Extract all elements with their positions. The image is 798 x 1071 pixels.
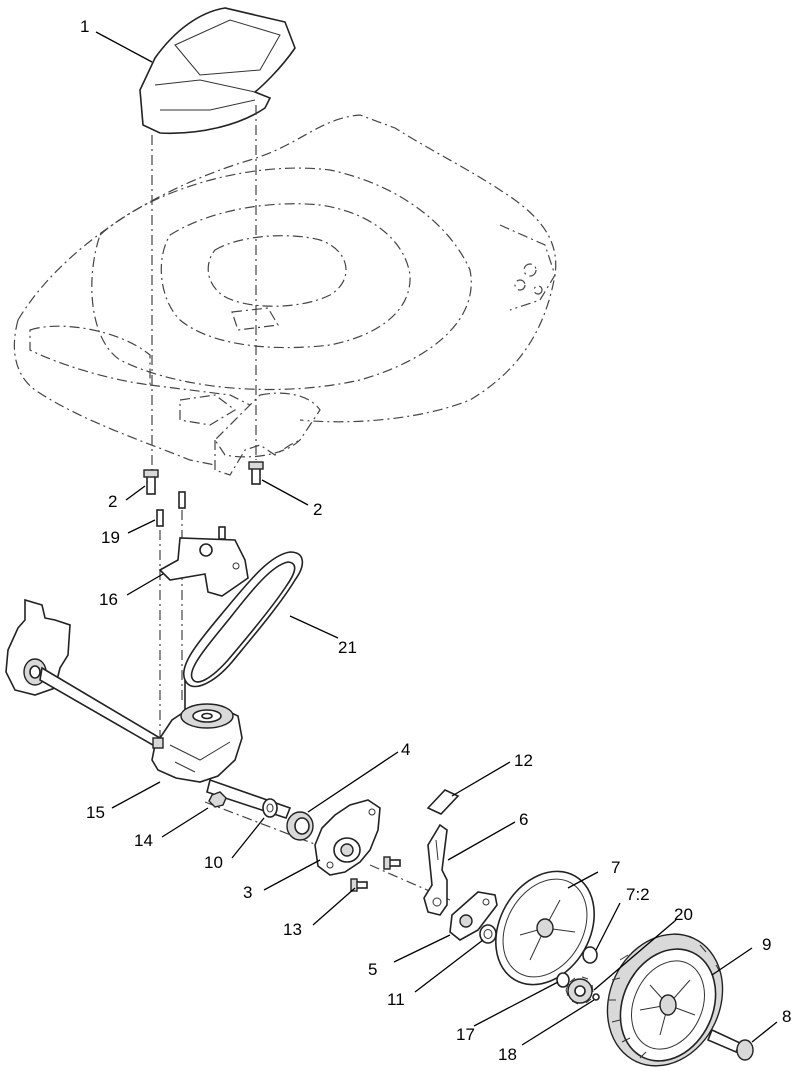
callout-labels: 1 2 2 19 16 21 4 12 6 15 14 10 3 13 7 7:… [80, 17, 791, 1064]
part-1-cover [139, 7, 296, 135]
part-3-plate [314, 799, 381, 876]
part-13-screws [350, 856, 401, 892]
part-20-gear [565, 976, 594, 1005]
part-14-nut [208, 791, 227, 808]
part-6-lever [423, 823, 448, 916]
part-12-label [426, 789, 460, 815]
callout-20: 20 [674, 905, 693, 924]
part-8-bolt [706, 1028, 754, 1061]
part-15-transmission [151, 703, 243, 783]
mower-deck-outline [13, 114, 557, 476]
part-2-bolt-left [143, 469, 159, 495]
callout-2: 2 [313, 500, 322, 519]
part-18-clip [592, 993, 600, 1001]
part-7-disc [495, 870, 595, 986]
axle-left-plate [5, 598, 71, 696]
callout-17: 17 [456, 1025, 475, 1044]
callout-3: 3 [243, 883, 252, 902]
part-10-spacer [262, 798, 278, 818]
callout-14: 14 [134, 831, 153, 850]
part-2-bolt-right [248, 461, 264, 485]
part-17-washer [556, 972, 570, 988]
callout-2: 2 [108, 492, 117, 511]
callout-7: 7 [611, 858, 620, 877]
leader-lines [95, 31, 778, 1046]
callout-11: 11 [387, 990, 405, 1009]
callout-4: 4 [401, 740, 410, 759]
callout-7-2: 7:2 [626, 885, 650, 904]
part-4-bearing [286, 811, 314, 841]
callout-6: 6 [519, 810, 528, 829]
part-16-bracket [158, 537, 249, 597]
callout-8: 8 [782, 1007, 791, 1026]
callout-12: 12 [514, 751, 533, 770]
callout-18: 18 [498, 1045, 517, 1064]
part-19-pins [156, 491, 226, 540]
part-7-2-washer [582, 946, 598, 964]
callout-1: 1 [80, 17, 89, 36]
callout-10: 10 [204, 853, 223, 872]
callout-5: 5 [368, 960, 377, 979]
callout-16: 16 [99, 590, 118, 609]
part-5-bracket [449, 891, 498, 941]
callout-21: 21 [338, 638, 357, 657]
callout-15: 15 [86, 803, 105, 822]
part-9-wheel [606, 933, 724, 1067]
callout-13: 13 [283, 920, 302, 939]
callout-19: 19 [101, 528, 120, 547]
callout-9: 9 [762, 935, 771, 954]
